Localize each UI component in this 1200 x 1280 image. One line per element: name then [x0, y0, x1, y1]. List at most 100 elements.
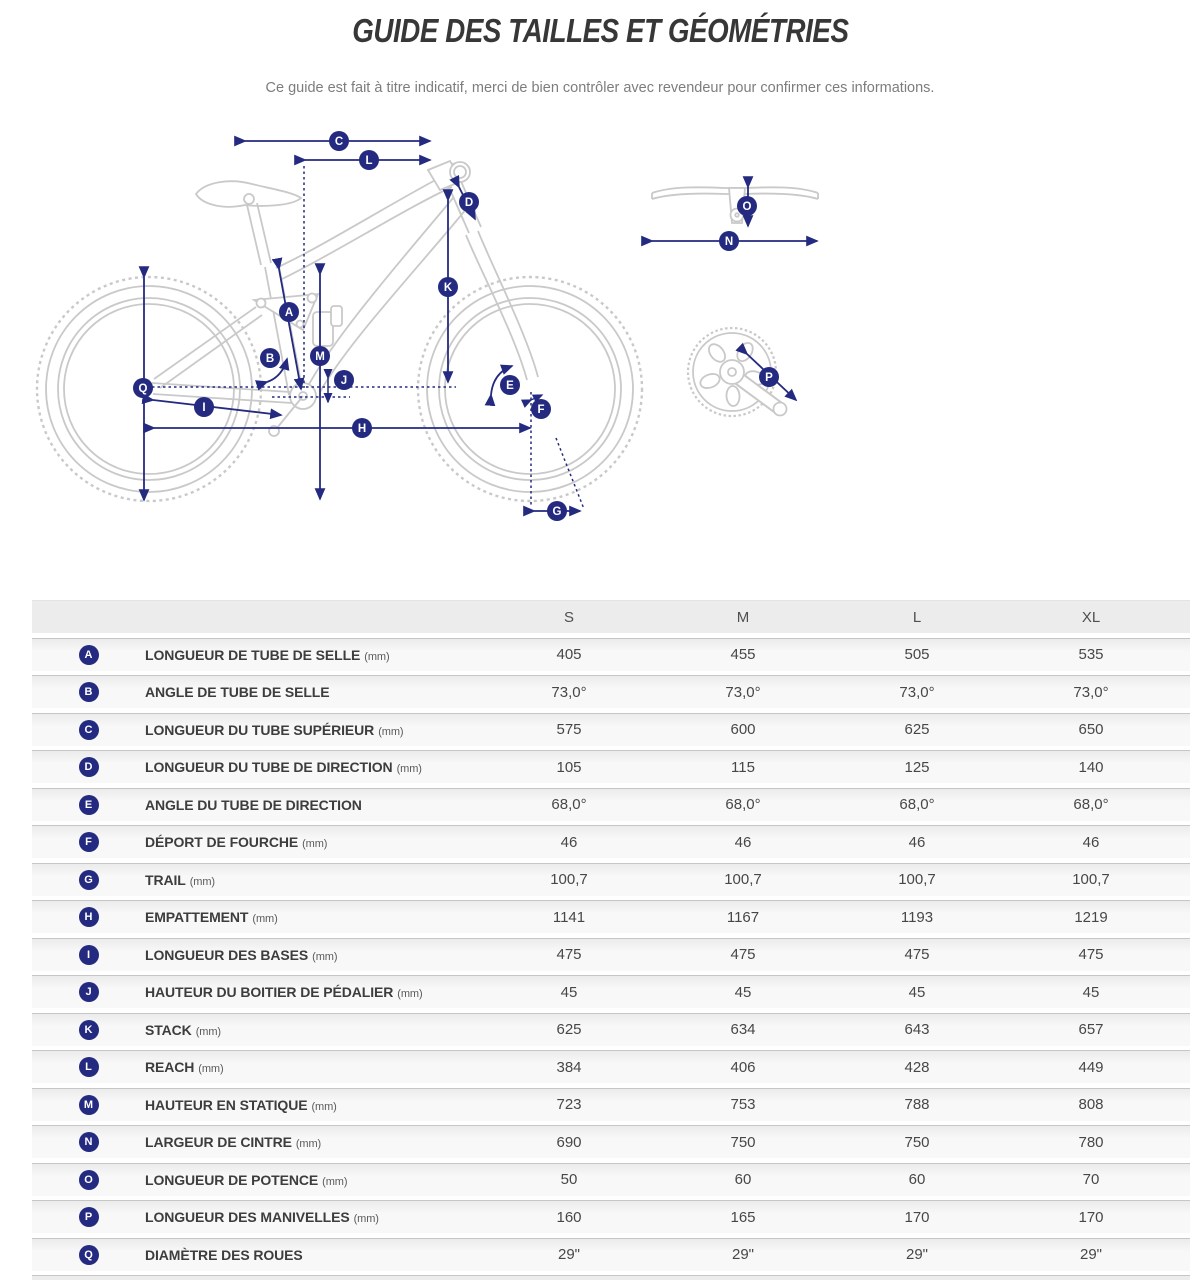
suspension-linkage — [251, 292, 343, 347]
value-xl: 780 — [1078, 1133, 1104, 1151]
row-unit: (mm) — [189, 875, 215, 888]
value-l: 170 — [904, 1208, 930, 1226]
value-s: 475 — [556, 946, 582, 963]
row-label: HAUTEUR DU BOITIER DE PÉDALIER(mm) — [145, 984, 482, 1000]
value-s: 384 — [556, 1058, 582, 1076]
row-unit: (mm) — [364, 650, 390, 663]
value-m: 29" — [731, 1246, 754, 1263]
row-label: EMPATTEMENT(mm) — [145, 909, 482, 925]
row-badge-cell: Q — [32, 1244, 145, 1265]
row-badge-cell: A — [32, 644, 145, 665]
row-letter-badge: A — [78, 644, 99, 665]
value-m: 46 — [734, 833, 752, 851]
diagram-badge-letter: B — [266, 353, 274, 365]
value-l: 788 — [904, 1096, 930, 1113]
value-m: 455 — [730, 646, 756, 663]
row-unit: (mm) — [312, 950, 338, 963]
diagram-badge-k — [438, 277, 458, 297]
row-label-text: LONGUEUR DU TUBE SUPÉRIEUR — [145, 721, 375, 738]
row-letter-badge: D — [78, 757, 99, 777]
value-m: 750 — [730, 1133, 756, 1151]
row-badge-cell: P — [32, 1207, 145, 1227]
row-label-text: TRAIL — [145, 871, 186, 888]
row-letter-badge: P — [78, 1207, 99, 1227]
value-xl: 29" — [1079, 1246, 1102, 1263]
table-row: F DÉPORT DE FOURCHE(mm) 46 46 46 46 — [32, 825, 1190, 858]
diagram-badge-letter: I — [202, 402, 205, 414]
value-s: 100,7 — [550, 871, 588, 888]
value-s: 160 — [556, 1208, 582, 1226]
row-unit: (mm) — [302, 838, 328, 850]
value-m: 634 — [730, 1021, 756, 1038]
row-unit: (mm) — [397, 988, 423, 1000]
row-label: DIAMÈTRE DES ROUES — [145, 1247, 482, 1263]
table-row: P LONGUEUR DES MANIVELLES(mm) 160 165 17… — [32, 1200, 1190, 1233]
row-label: LONGUEUR DES BASES(mm) — [145, 947, 482, 963]
row-badge-cell: D — [32, 757, 145, 777]
value-xl: 1219 — [1074, 908, 1108, 926]
value-m: 1167 — [726, 908, 760, 926]
value-s: 50 — [560, 1171, 578, 1188]
row-label-text: STACK — [145, 1021, 192, 1038]
table-row: M HAUTEUR EN STATIQUE(mm) 723 753 788 80… — [32, 1087, 1190, 1121]
row-letter-badge: Q — [78, 1244, 99, 1265]
diagram-badge-f — [531, 399, 551, 419]
diagram-badge-e — [500, 375, 520, 395]
row-letter-badge: I — [78, 944, 99, 965]
row-label: LONGUEUR DE POTENCE(mm) — [145, 1172, 482, 1188]
row-badge-cell: I — [32, 944, 145, 965]
value-l: 29" — [905, 1246, 928, 1263]
value-l: 68,0° — [899, 796, 935, 813]
value-l: 505 — [904, 646, 930, 663]
row-letter-badge: O — [78, 1169, 99, 1190]
row-unit: (mm) — [311, 1100, 337, 1113]
row-label-text: REACH — [145, 1059, 195, 1075]
row-badge-cell: C — [32, 719, 145, 740]
value-s: 723 — [556, 1096, 582, 1113]
diagram-badge-letter: F — [537, 404, 544, 416]
row-letter-badge: B — [78, 682, 99, 702]
value-m: 753 — [730, 1096, 756, 1113]
page-title: GUIDE DES TAILLES ET GÉOMÉTRIES — [0, 12, 1200, 50]
value-xl: 449 — [1078, 1058, 1104, 1076]
row-unit: (mm) — [353, 1213, 379, 1225]
saddle — [194, 180, 303, 266]
value-s: 1141 — [552, 908, 586, 926]
value-s: 29" — [557, 1246, 580, 1263]
row-label: DÉPORT DE FOURCHE(mm) — [145, 834, 482, 850]
diagram-badge-o — [737, 196, 757, 216]
value-xl: 45 — [1082, 983, 1100, 1001]
value-l: 643 — [904, 1021, 930, 1038]
diagram-badge-letter: O — [743, 201, 752, 213]
size-column-header: XL — [1081, 608, 1101, 626]
row-letter-badge: E — [78, 794, 99, 815]
row-letter-badge: H — [78, 907, 99, 927]
value-l: 428 — [904, 1058, 930, 1076]
diagram-badge-h — [352, 418, 372, 438]
value-s: 46 — [560, 833, 578, 851]
value-xl: 650 — [1078, 721, 1104, 738]
value-xl: 46 — [1082, 833, 1100, 851]
table-row: I LONGUEUR DES BASES(mm) 475 475 475 475 — [32, 937, 1190, 971]
row-label: TRAIL(mm) — [145, 872, 482, 888]
value-l: 45 — [908, 983, 926, 1001]
page-title-text: GUIDE DES TAILLES ET GÉOMÉTRIES — [351, 12, 849, 49]
size-column-header: L — [912, 608, 922, 626]
diagram-badge-letter: Q — [139, 383, 148, 395]
value-l: 1193 — [900, 908, 934, 926]
value-l: 625 — [904, 721, 930, 738]
row-label-text: LARGEUR DE CINTRE — [145, 1134, 292, 1150]
row-unit: (mm) — [198, 1063, 224, 1075]
value-m: 475 — [730, 946, 756, 963]
table-row: D LONGUEUR DU TUBE DE DIRECTION(mm) 105 … — [32, 750, 1190, 783]
row-unit: (mm) — [396, 763, 422, 775]
row-label: ANGLE DU TUBE DE DIRECTION — [145, 797, 482, 813]
diagram-badge-letter: J — [341, 375, 347, 387]
value-s: 68,0° — [551, 796, 587, 813]
row-label: LONGUEUR DES MANIVELLES(mm) — [145, 1209, 482, 1225]
value-s: 105 — [556, 758, 582, 776]
value-m: 73,0° — [725, 683, 761, 701]
diagram-badge-letter: M — [315, 351, 325, 363]
value-m: 60 — [734, 1171, 752, 1188]
